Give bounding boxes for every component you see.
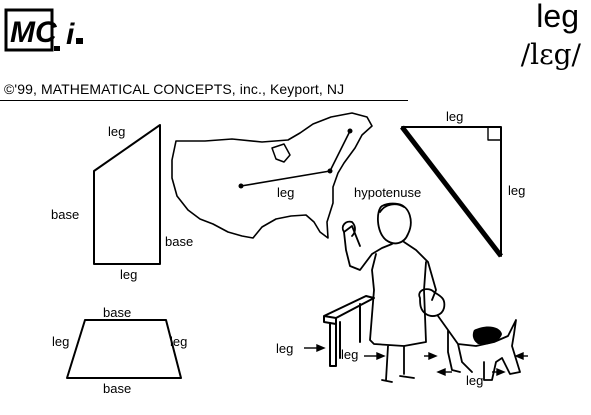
copyright-line: ©'99, MATHEMATICAL CONCEPTS, inc., Keypo… xyxy=(4,81,345,97)
trap-iso-right-label: leg xyxy=(170,334,187,349)
pronunciation: /lεg/ xyxy=(520,38,581,71)
trap-right-right-label: base xyxy=(165,234,193,249)
trap-iso-bottom-label: base xyxy=(103,381,131,396)
triangle-right-label: leg xyxy=(508,183,525,198)
lake-michigan xyxy=(271,143,291,163)
dog-spot xyxy=(472,326,502,345)
term-title: leg xyxy=(536,0,579,34)
isosceles-trapezoid xyxy=(66,319,182,379)
hypotenuse-label: hypotenuse xyxy=(354,185,421,200)
header-rule xyxy=(0,100,408,101)
table-leg-label-2: leg xyxy=(341,347,358,362)
map-segment-b xyxy=(329,130,351,172)
mci-logo: MC i xyxy=(4,8,83,52)
triangle-top-label: leg xyxy=(446,109,463,124)
map-point-c xyxy=(347,128,353,134)
trap-right-top-label: leg xyxy=(108,124,125,139)
trap-iso-left-label: leg xyxy=(52,334,69,349)
right-trapezoid xyxy=(93,124,161,265)
dog-leg-label: leg xyxy=(466,373,483,388)
dog-figure xyxy=(418,288,521,381)
woman-hand xyxy=(341,220,356,237)
map-point-b xyxy=(327,168,333,174)
svg-text:MC: MC xyxy=(10,16,58,49)
svg-text:i: i xyxy=(66,18,75,51)
map-segment-a xyxy=(240,170,331,187)
usa-map-outline xyxy=(171,112,373,239)
trap-iso-top-label: base xyxy=(103,305,131,320)
map-point-a xyxy=(238,183,244,189)
hypotenuse-line xyxy=(400,125,503,258)
woman-figure xyxy=(343,202,437,383)
table-leg-label-1: leg xyxy=(276,341,293,356)
right-angle-mark xyxy=(487,126,502,141)
trap-right-bottom-label: leg xyxy=(120,267,137,282)
trap-right-left-label: base xyxy=(51,207,79,222)
map-leg-label: leg xyxy=(277,185,294,200)
